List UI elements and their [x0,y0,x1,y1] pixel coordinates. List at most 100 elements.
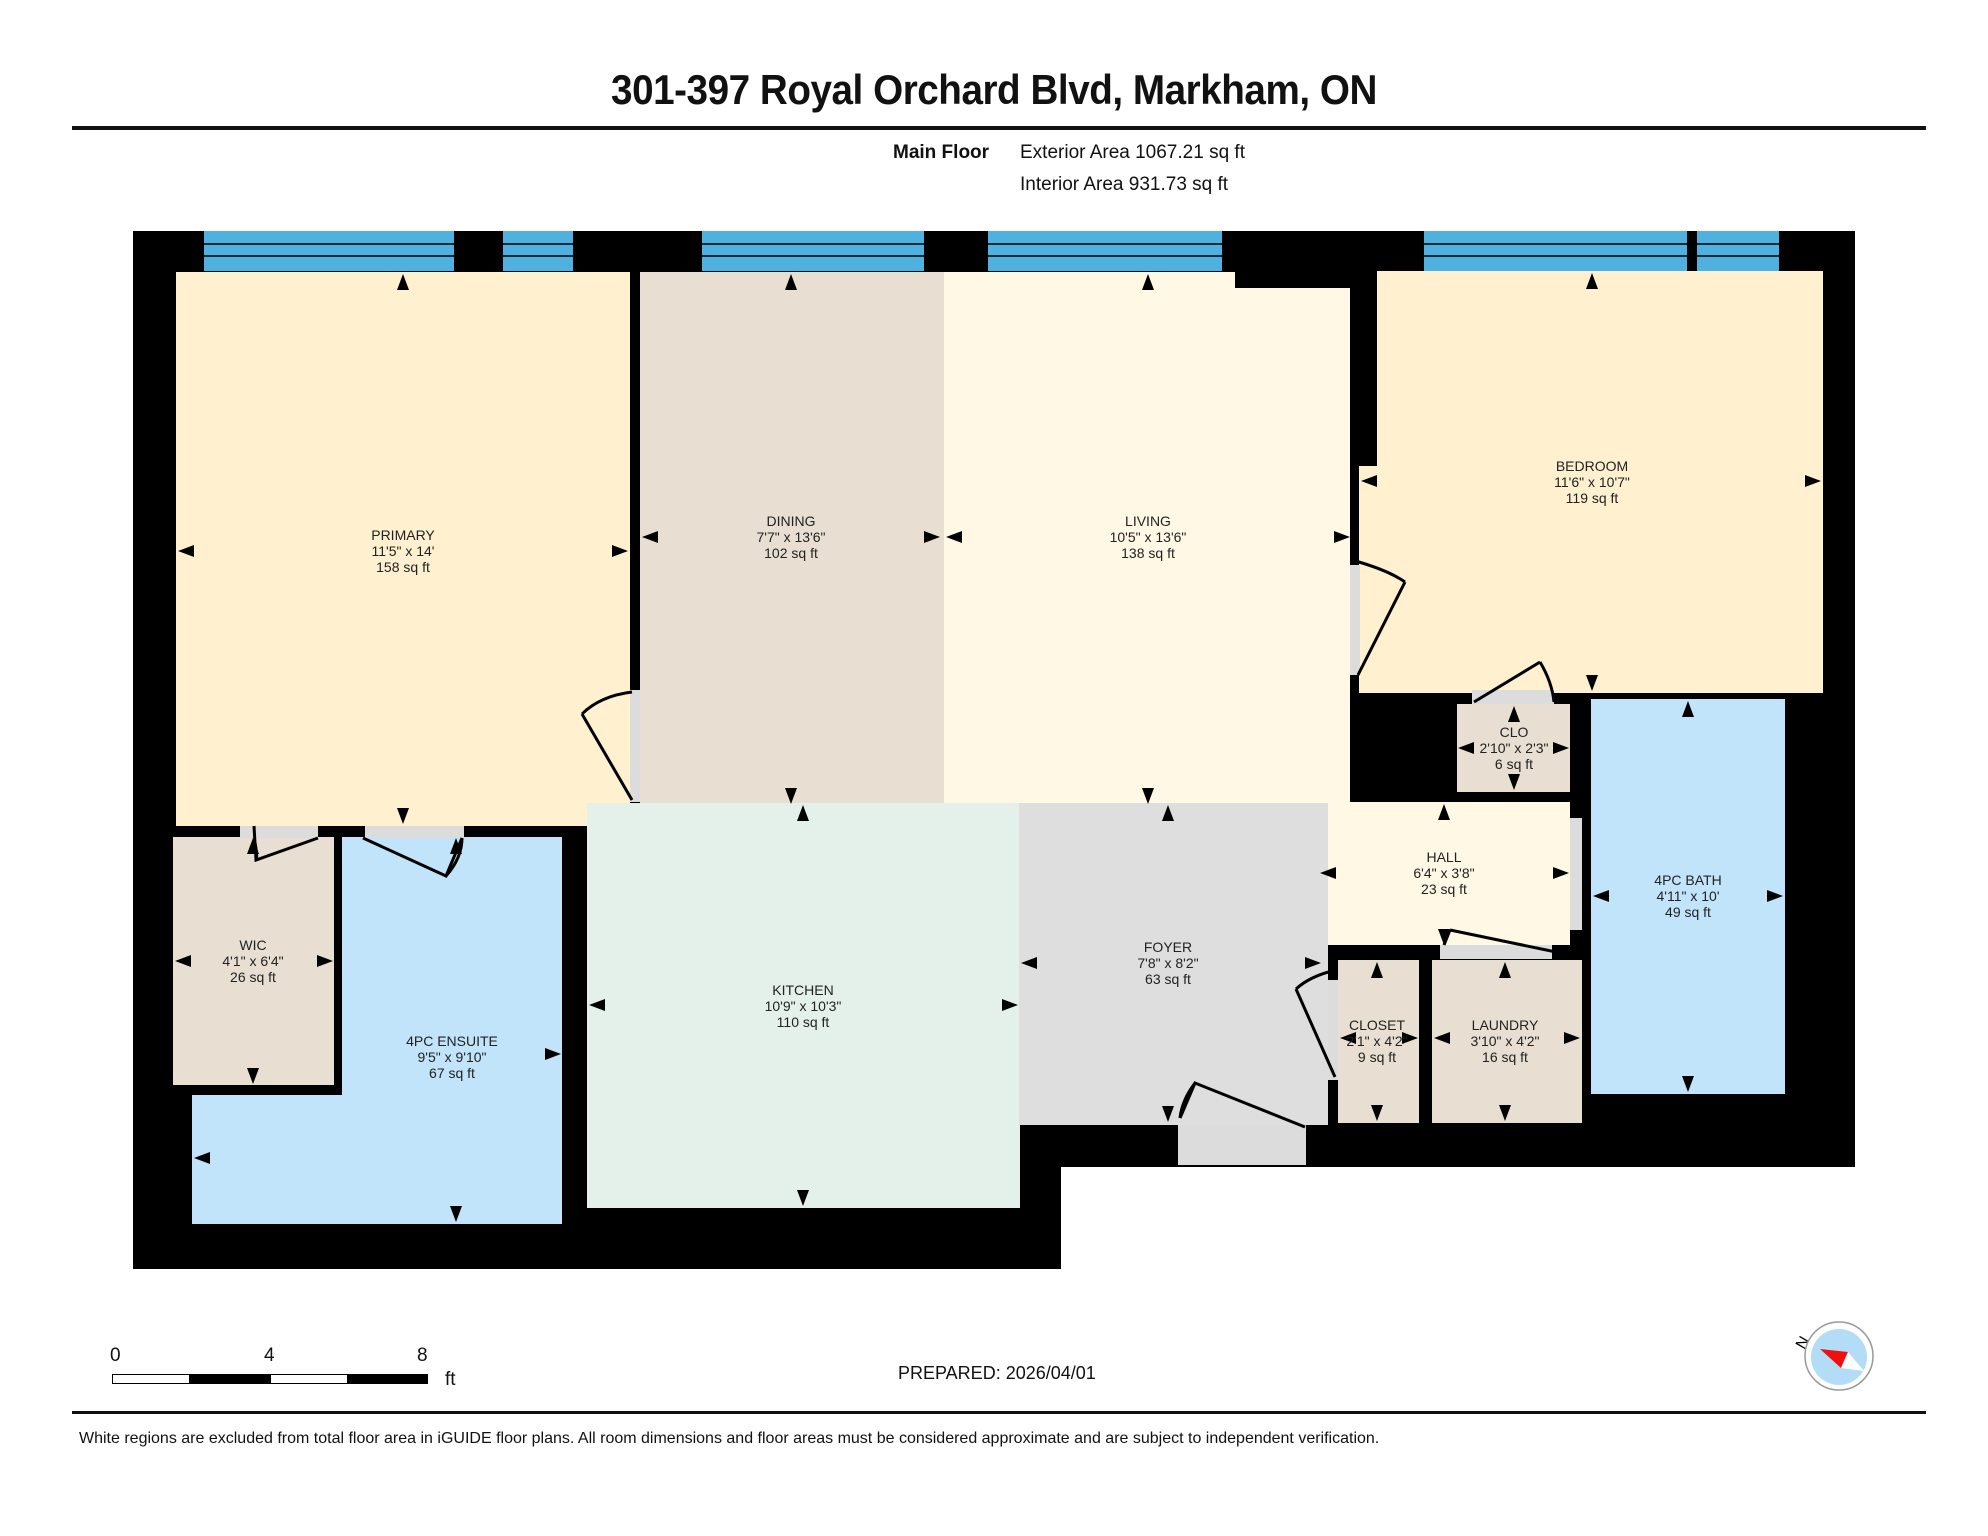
dimension-arrow [1438,804,1450,820]
door-opening [1570,818,1582,930]
room-dining[interactable] [640,272,945,806]
dimension-arrow [1499,1105,1511,1121]
room-name: KITCHEN [772,982,834,998]
dimension-arrow [1002,999,1018,1011]
room-area: 23 sq ft [1421,881,1467,897]
scale-tick-0: 0 [110,1345,121,1366]
room-label-laundry: LAUNDRY 3'10" x 4'2" 16 sq ft [1471,1017,1540,1065]
room-bedroom[interactable] [1377,271,1823,693]
window [1424,231,1687,271]
dimension-arrow [1162,805,1174,821]
scale-segment [190,1374,270,1384]
door-opening [240,826,318,838]
room-kitchen[interactable] [587,803,1020,1208]
room-foyer[interactable] [1019,803,1328,1125]
scale-segment [112,1374,190,1384]
footer-divider [72,1411,1926,1414]
room-area: 26 sq ft [230,969,276,985]
floor-label: Main Floor [893,142,990,163]
compass-icon: N [1793,1321,1874,1391]
dimension-arrow [1564,1032,1580,1044]
dimension-arrow [1508,706,1520,722]
scale-tick-4: 4 [264,1345,275,1366]
room-bedroom-west [1359,466,1379,693]
room-name: 4PC BATH [1654,872,1722,888]
scale-tick-8: 8 [417,1345,428,1366]
room-area: 102 sq ft [764,545,818,561]
window [1697,231,1779,271]
room-name: CLO [1499,724,1529,740]
dimension-arrow [924,531,940,543]
room-living[interactable] [944,272,1235,806]
page-title: 301-397 Royal Orchard Blvd, Markham, ON [611,66,1377,113]
door-opening [1472,690,1554,704]
room-area: 16 sq ft [1482,1049,1528,1065]
scale-segment [348,1374,428,1384]
room-dims: 4'1" x 6'4" [222,953,284,969]
door-opening [1328,980,1338,1080]
compass: N [1790,1316,1880,1396]
dimension-arrow [1593,890,1609,902]
room-label-bedroom: BEDROOM 11'6" x 10'7" 119 sq ft [1554,458,1630,506]
room-label-ensuite: 4PC ENSUITE 9'5" x 9'10" 67 sq ft [406,1033,498,1081]
room-name: PRIMARY [371,527,435,543]
room-bath[interactable] [1591,699,1785,1094]
dimension-arrow [589,999,605,1011]
room-label-living: LIVING 10'5" x 13'6" 138 sq ft [1110,513,1187,561]
room-label-wic: WIC 4'1" x 6'4" 26 sq ft [222,937,283,985]
door-opening [365,826,464,838]
room-hall-top [1328,806,1348,816]
room-area: 6 sq ft [1494,756,1534,772]
room-name: DINING [766,513,816,529]
door-opening [1440,945,1552,959]
room-area: 9 sq ft [1357,1049,1397,1065]
room-area: 158 sq ft [376,559,430,575]
dimension-arrow [1361,475,1377,487]
dimension-arrow [397,274,409,290]
room-label-bath: 4PC BATH 4'11" x 10' 49 sq ft [1654,872,1721,920]
window [503,231,573,271]
dimension-arrow [1805,475,1821,487]
dimension-arrow [785,274,797,290]
dimension-arrow [612,545,628,557]
room-name: LAUNDRY [1471,1017,1539,1033]
door-opening [1350,565,1360,675]
room-name: FOYER [1143,939,1193,955]
dimension-arrow [1162,1106,1174,1122]
room-label-dining: DINING 7'7" x 13'6" 102 sq ft [757,513,826,561]
dimension-arrow [317,955,333,967]
room-laundry[interactable] [1432,960,1582,1123]
room-label-hall: HALL 6'4" x 3'8" 23 sq ft [1413,849,1474,897]
room-dims: 7'7" x 13'6" [756,529,826,545]
dimension-arrow [175,955,191,967]
dimension-arrow [1586,675,1598,691]
room-wic[interactable] [173,837,334,1085]
room-name: BEDROOM [1555,458,1629,474]
door-opening [630,690,640,802]
room-hall[interactable] [1318,802,1570,945]
dimension-arrow [545,1048,561,1060]
room-area: 67 sq ft [429,1065,475,1081]
dimension-arrow [1553,867,1569,879]
header-divider [72,126,1926,130]
dimension-arrow [247,838,259,854]
dimension-arrow [178,545,194,557]
room-name: LIVING [1125,513,1171,529]
room-dims: 2'1" x 4'2" [1346,1033,1408,1049]
room-primary[interactable] [176,272,630,826]
exterior-area: Exterior Area 1067.21 sq ft [1020,142,1245,163]
room-label-clo: CLO 2'10" x 2'3" 6 sq ft [1480,724,1549,772]
room-dims: 11'5" x 14' [371,543,435,559]
dimension-arrow [946,531,962,543]
room-name: HALL [1426,849,1462,865]
dimension-arrow [1334,531,1350,543]
room-ensuite-south [192,1095,562,1224]
dimension-arrow [1021,957,1037,969]
dimension-arrow [797,805,809,821]
entry-door-opening[interactable] [1178,1125,1306,1165]
room-living-east [1234,288,1350,806]
dimension-arrow [397,808,409,824]
dimension-arrow [642,531,658,543]
dimension-arrow [1142,788,1154,804]
